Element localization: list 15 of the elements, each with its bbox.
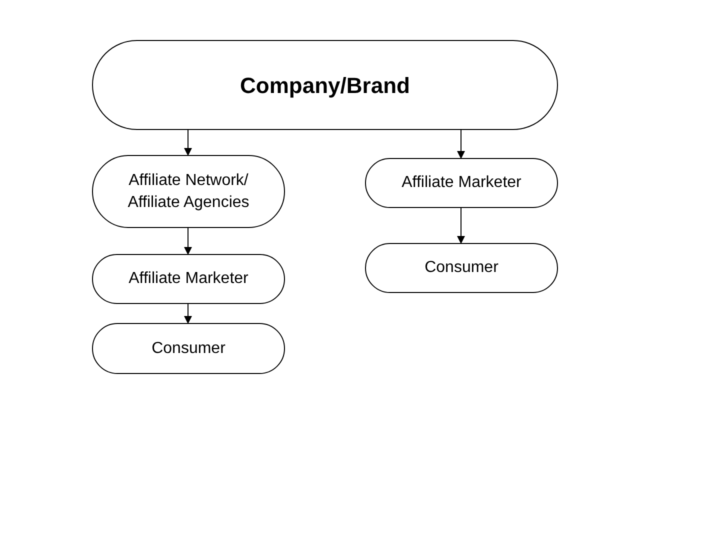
rounded-node bbox=[92, 254, 285, 304]
arrow bbox=[457, 208, 465, 244]
arrow bbox=[184, 304, 192, 324]
rounded-node bbox=[92, 323, 285, 374]
node-label: Company/Brand bbox=[240, 72, 410, 100]
node-label: Affiliate Network/ Affiliate Agencies bbox=[126, 170, 250, 212]
node-label: Consumer bbox=[424, 258, 498, 278]
node-label: Affiliate Marketer bbox=[128, 269, 248, 289]
arrow bbox=[457, 130, 465, 159]
node-label: Affiliate Marketer bbox=[402, 173, 522, 193]
node-label: Consumer bbox=[152, 338, 226, 358]
arrow bbox=[184, 130, 192, 156]
rounded-node bbox=[365, 243, 558, 293]
rounded-node bbox=[365, 158, 558, 208]
arrow bbox=[184, 228, 192, 255]
